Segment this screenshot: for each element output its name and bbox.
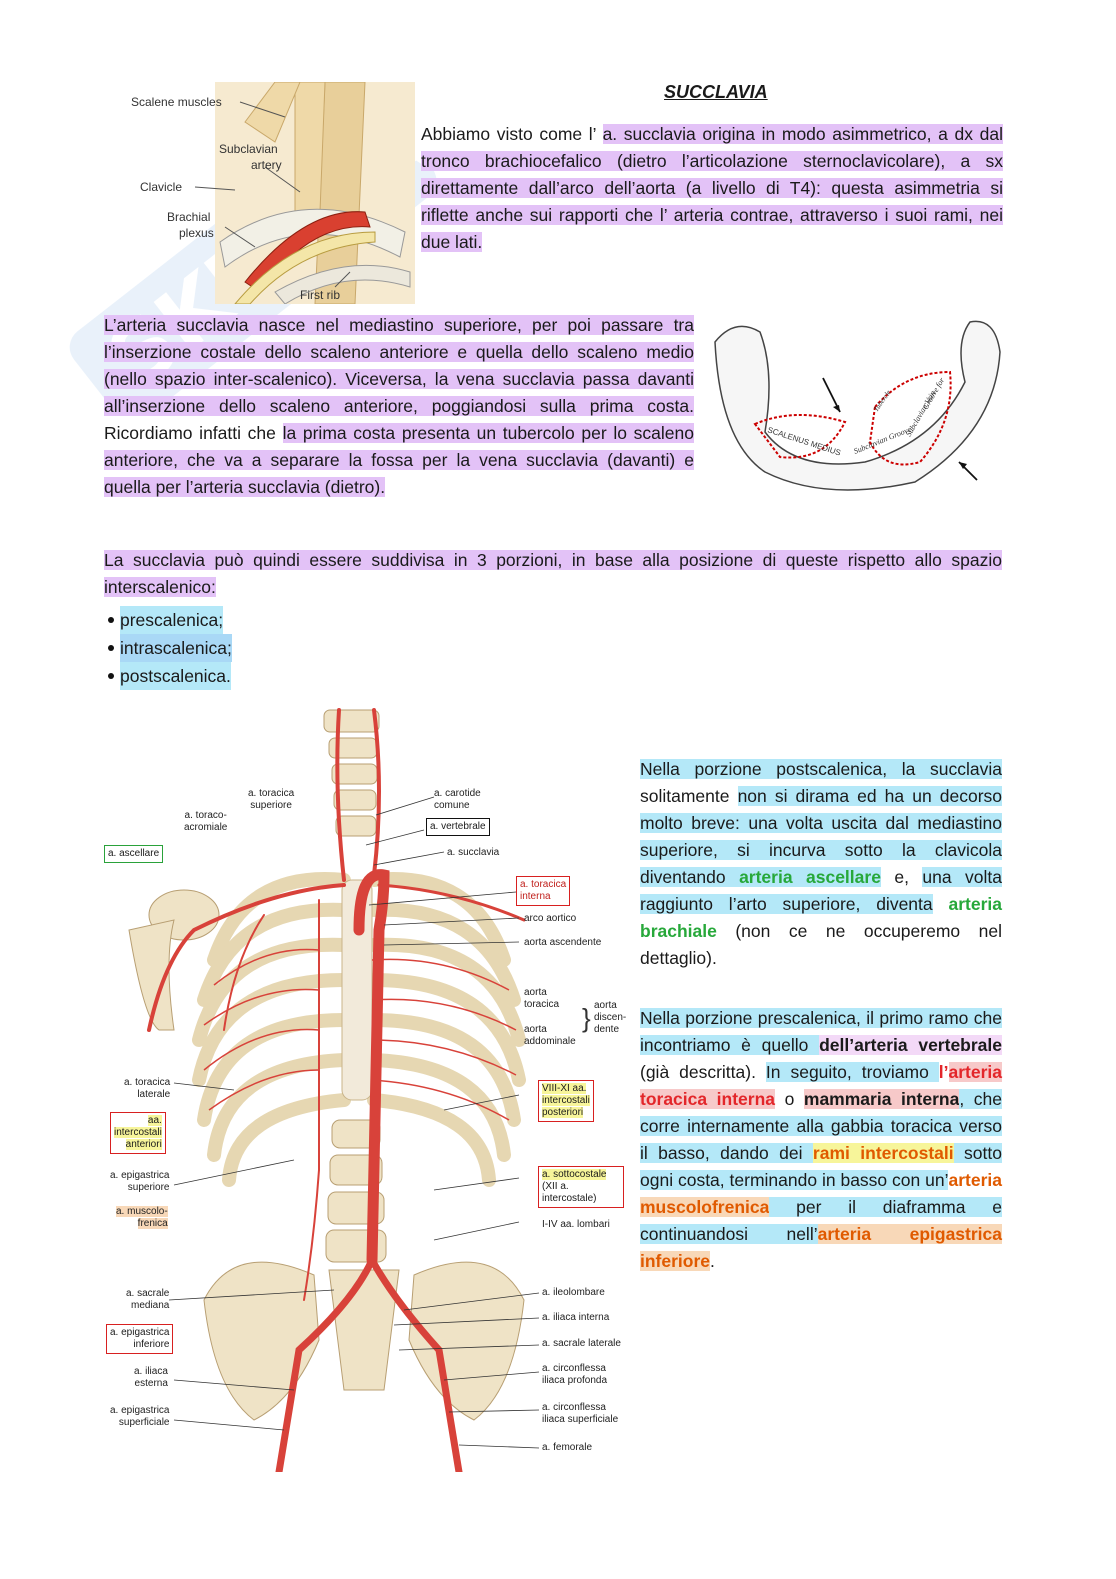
list-item: intrascalenica; [104,634,232,662]
label-ascellare: a. ascellare [104,845,164,863]
svg-text:plexus: plexus [179,226,214,240]
paragraph-course: L’arteria succlavia nasce nel mediastino… [104,315,694,497]
list-item: prescalenica; [104,606,232,634]
svg-text:Tubercle: Tubercle [872,389,892,413]
svg-text:Subclavian: Subclavian [219,142,278,156]
label-sottocostale: a. sottocostale(XII a. intercostale) [538,1166,624,1208]
portions-list: prescalenica; intrascalenica; postscalen… [104,606,232,690]
paragraph-postscalenica: Nella porzione postscalenica, la succlav… [640,759,1003,968]
list-item: postscalenica. [104,662,232,690]
paragraph-prescalenica: Nella porzione prescalenica, il primo ra… [640,1008,1003,1271]
svg-text:Groove for: Groove for [921,375,947,411]
svg-text:Clavicle: Clavicle [140,180,182,194]
svg-text:Brachial: Brachial [167,210,210,224]
svg-text:artery: artery [251,158,282,172]
paragraph-portions: La succlavia può quindi essere suddivisa… [104,550,1002,597]
paragraph-origin: Abbiamo visto come l’ a. succlavia origi… [421,124,1003,252]
svg-text:First rib: First rib [300,288,340,302]
page-title: SUCCLAVIA [664,82,768,102]
subclavian-artery-figure: Scalene muscles Subclavian artery Clavic… [131,82,415,304]
label-vertebrale: a. vertebrale [426,818,490,836]
label-scalene-muscles: Scalene muscles [131,95,222,109]
first-rib-figure: SCALENUS MEDIUS Subclavian Groove Subcla… [714,320,1001,491]
